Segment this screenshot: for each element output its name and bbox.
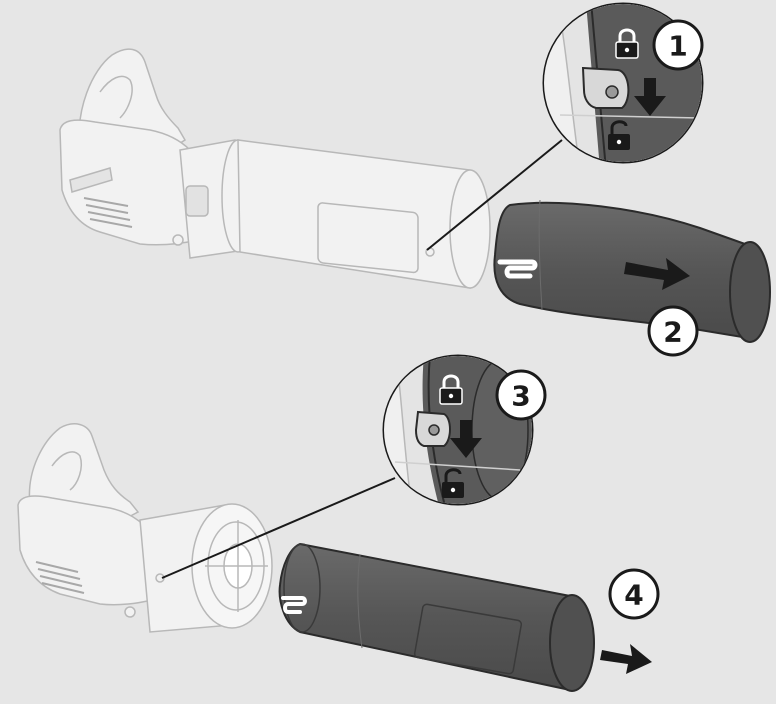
blower-tube-top — [493, 199, 771, 343]
blower-body-top — [59, 48, 491, 289]
step-2-badge: 2 — [647, 305, 699, 357]
leader-line-3 — [161, 477, 396, 579]
lock-closed-icon-3 — [439, 374, 463, 405]
arrow-down-icon-3 — [450, 420, 482, 458]
step-3-badge: 3 — [495, 369, 547, 421]
step-1-number: 1 — [668, 30, 687, 63]
step-3-number: 3 — [511, 380, 530, 413]
lock-open-icon-3 — [442, 468, 464, 498]
leader-line-1 — [426, 139, 563, 251]
lock-closed-icon — [615, 28, 639, 59]
lock-open-icon — [608, 120, 630, 150]
step-4-badge: 4 — [608, 568, 660, 620]
arrow-right-icon — [624, 258, 690, 290]
blower-tube-bottom — [278, 542, 595, 692]
step-4-number: 4 — [624, 579, 643, 612]
step-1-badge: 1 — [652, 19, 704, 71]
arrow-right-icon-bottom — [600, 644, 652, 674]
step-2-number: 2 — [663, 316, 682, 349]
arrow-down-icon — [634, 78, 666, 116]
blower-body-bottom — [17, 423, 273, 633]
